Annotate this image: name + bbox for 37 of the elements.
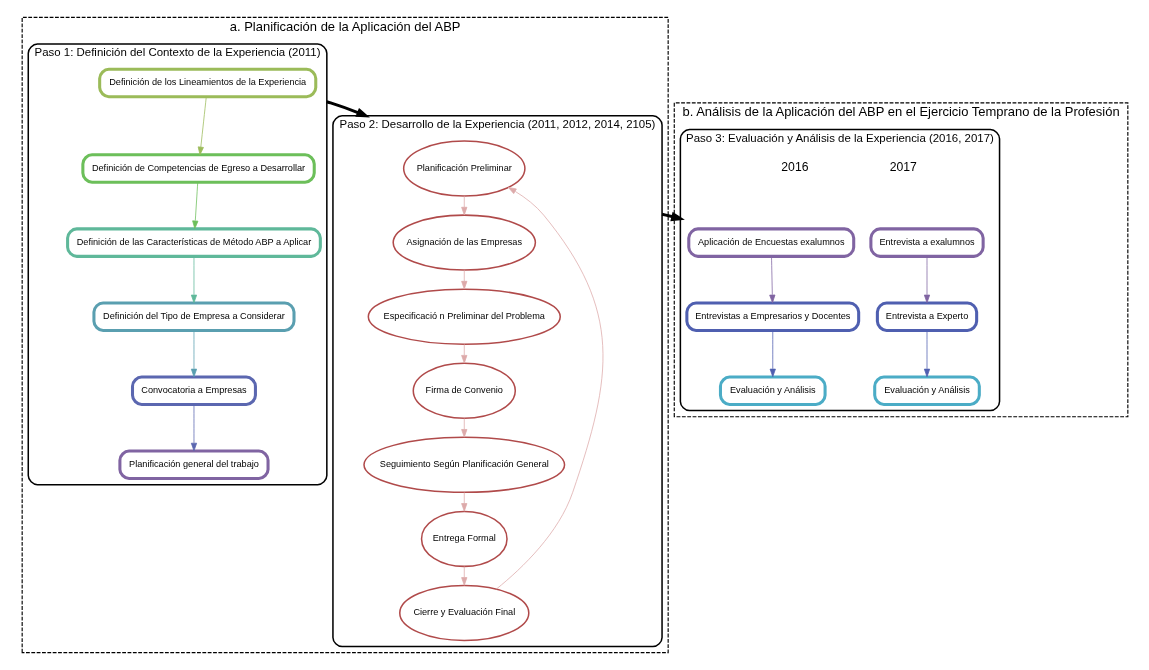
arrow	[923, 330, 930, 378]
label: 2016	[780, 160, 808, 175]
node-ellipse: Cierre y Evaluación Final	[398, 584, 530, 642]
arrow	[191, 182, 198, 229]
arrow	[460, 566, 467, 586]
arrow	[768, 256, 775, 304]
node-box: Definición de los Lineamientos de la Experiencia	[97, 67, 317, 99]
node-box: Entrevista a Experto	[875, 301, 978, 332]
arrow	[190, 256, 197, 304]
node-ellipse: Especificació n Preliminar del Problema	[367, 288, 561, 345]
arrow	[190, 404, 197, 452]
arrow	[460, 417, 467, 438]
node-box: Definición de Competencias de Egreso a Desarrollar	[80, 153, 316, 184]
arrow	[190, 330, 197, 378]
arrow	[495, 187, 603, 590]
node-ellipse: Firma de Convenio	[412, 362, 516, 419]
node-ellipse: Asignación de las Empresas	[391, 214, 536, 271]
arrow	[460, 492, 467, 512]
node-box: Definición del Tipo de Empresa a Considerar	[91, 301, 296, 332]
node-ellipse: Seguimiento Según Planificación General	[362, 436, 565, 494]
arrow	[769, 330, 776, 378]
arrow	[460, 343, 467, 364]
node-box: Planificación general del trabajo	[117, 449, 270, 481]
node-box: Aplicación de Encuestas exalumnos	[686, 227, 855, 258]
node-box: Evaluación y Análisis	[872, 375, 981, 406]
node-box: Definición de las Características de Método ABP a Aplicar	[65, 227, 322, 258]
node-ellipse: Entrega Formal	[420, 510, 508, 568]
arrow	[197, 96, 207, 156]
node-box: Convocatoria a Empresas	[130, 375, 257, 406]
node-box: Evaluación y Análisis	[718, 375, 827, 406]
arrow	[325, 100, 370, 118]
node-box: Entrevista a exalumnos	[868, 227, 985, 258]
node-box: Entrevistas a Empresarios y Docentes	[684, 301, 860, 332]
arrow	[460, 269, 467, 290]
arrow	[460, 195, 467, 216]
arrow	[923, 256, 930, 304]
label: 2017	[889, 160, 917, 175]
